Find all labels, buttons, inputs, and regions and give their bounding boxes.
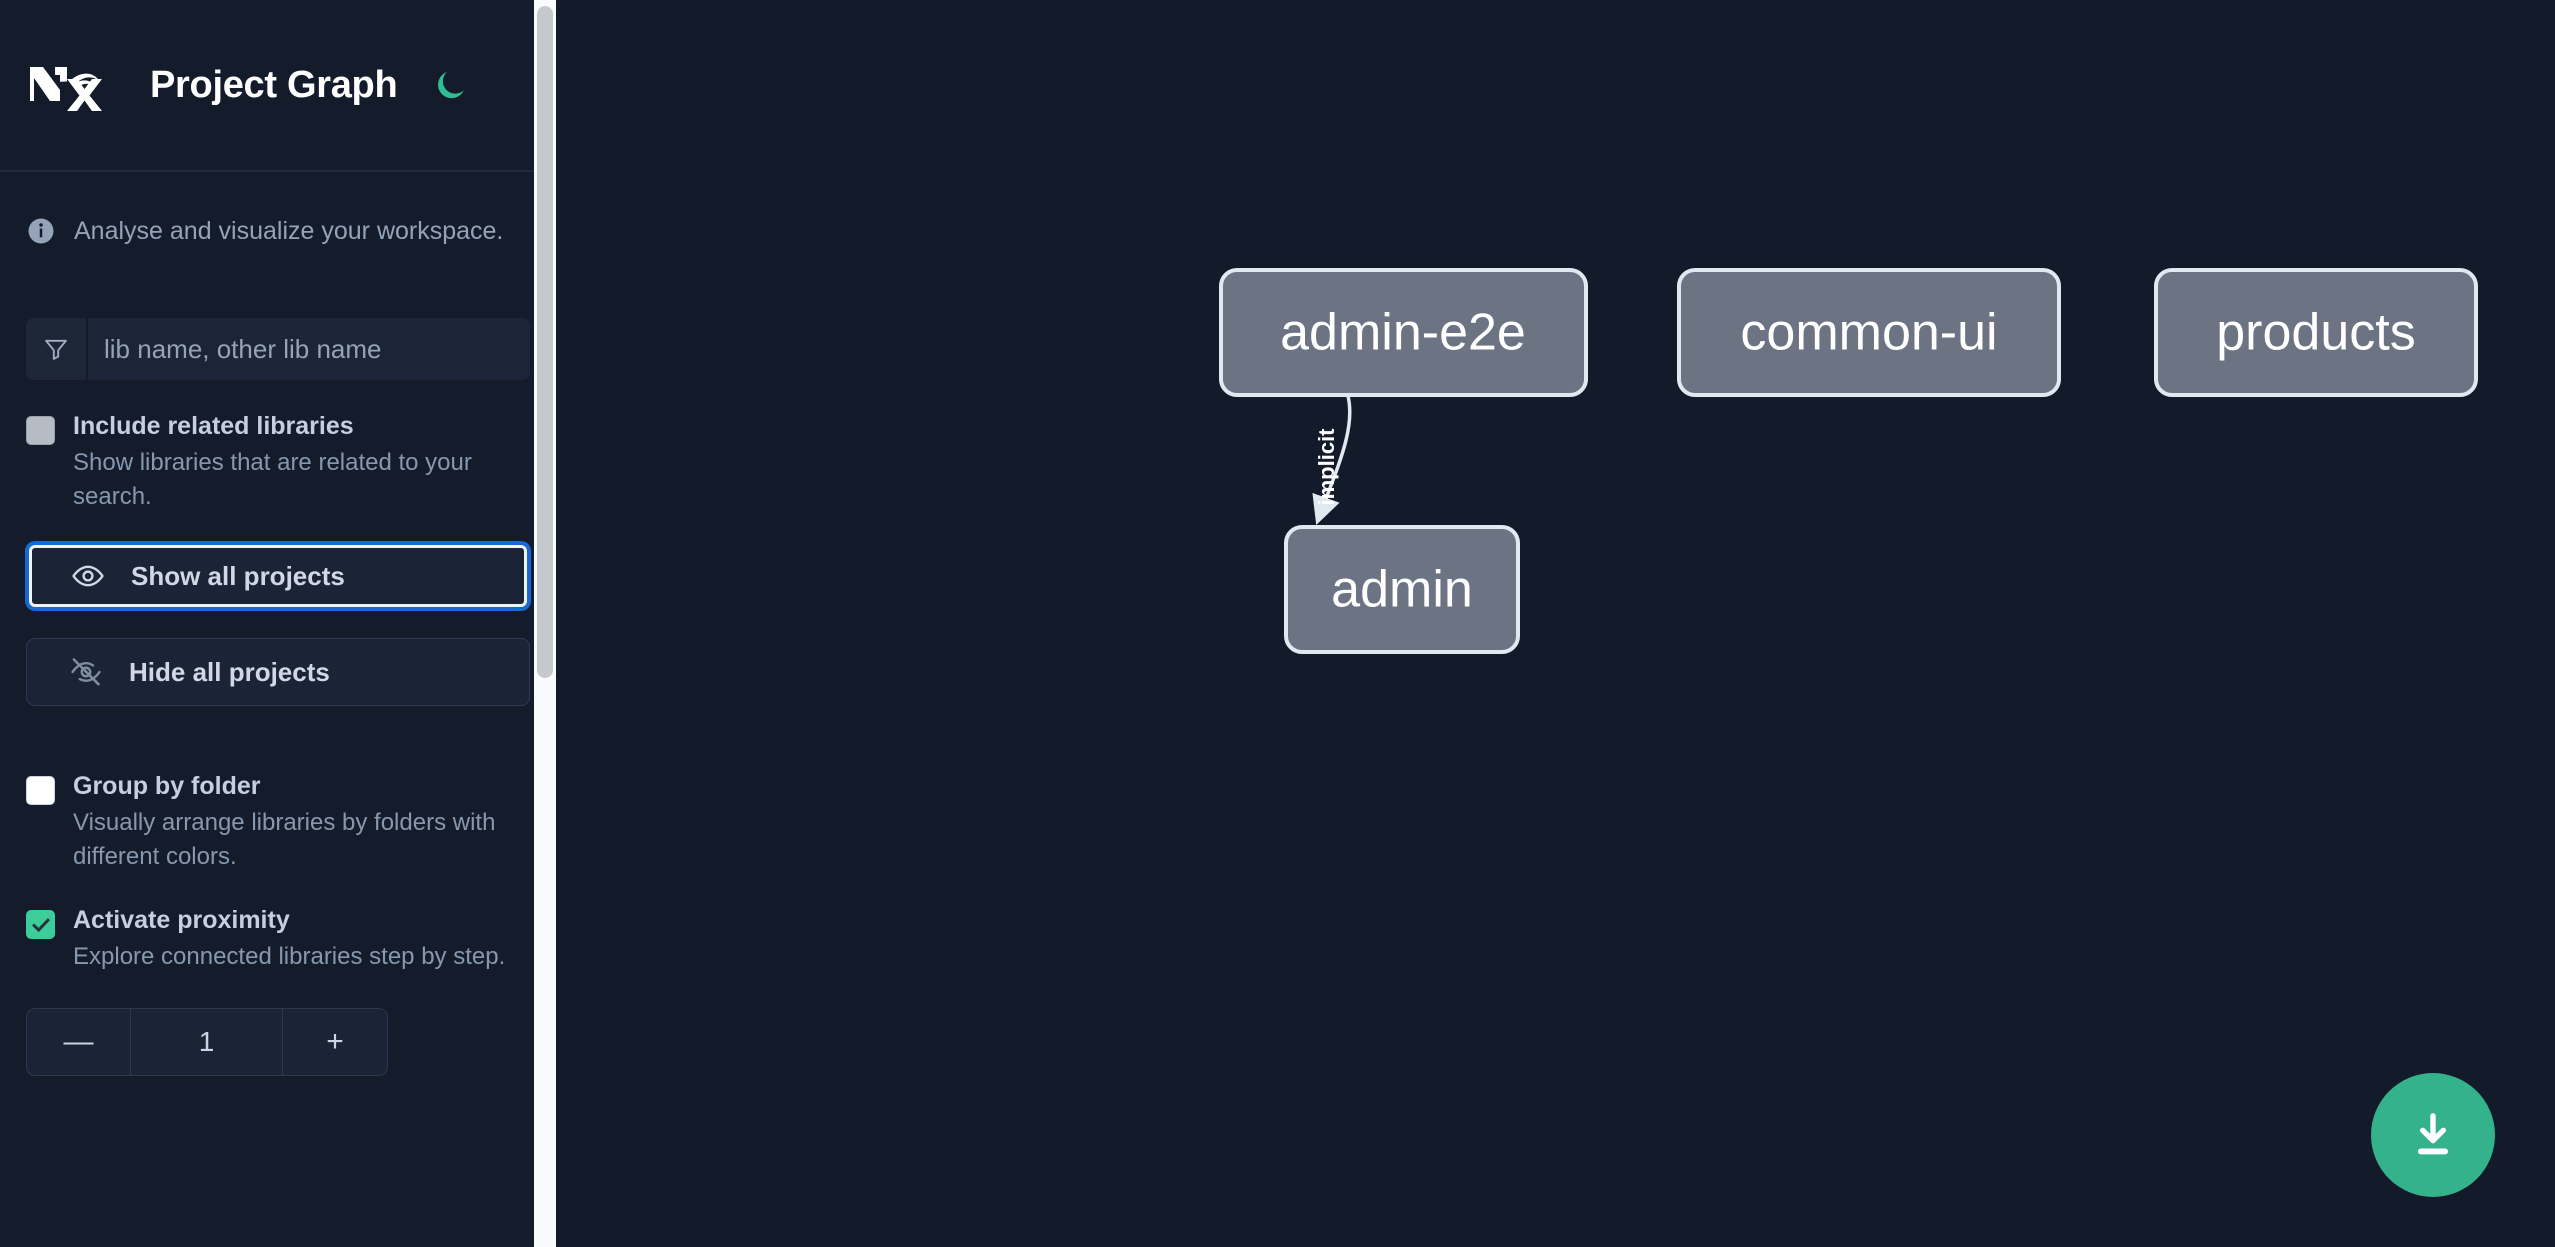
hide-all-projects-label: Hide all projects <box>129 656 330 687</box>
proximity-increment-button[interactable]: + <box>283 1009 387 1076</box>
checkbox-group-by-folder[interactable] <box>26 776 55 806</box>
proximity-value: 1 <box>131 1009 283 1076</box>
nx-logo-icon <box>26 57 122 113</box>
sidebar-body: Analyse and visualize your workspace. In… <box>0 172 556 1247</box>
graph-edges <box>1312 395 1352 525</box>
option-description-group-by-folder: Visually arrange libraries by folders wi… <box>73 809 496 871</box>
graph-edge-labels: implicit implicit <box>1314 428 1339 506</box>
option-label-group-by-folder: Group by folder <box>73 772 261 801</box>
graph-node-admin[interactable]: admin <box>1284 525 1520 654</box>
show-all-projects-button[interactable]: Show all projects <box>26 542 530 611</box>
project-graph-svg: admin-e2e common-ui products store-e2e a… <box>1219 268 2478 654</box>
option-group-by-folder[interactable]: Group by folder Visually arrange librari… <box>26 740 530 874</box>
tagline: Analyse and visualize your workspace. <box>0 172 556 246</box>
check-icon <box>31 917 50 932</box>
option-include-related-libraries[interactable]: Include related libraries Show libraries… <box>26 380 530 514</box>
option-activate-proximity[interactable]: Activate proximity Explore connected lib… <box>26 874 530 974</box>
filter-funnel-icon <box>26 318 88 380</box>
edge-admin-e2e-to-admin <box>1312 395 1352 525</box>
show-all-projects-label: Show all projects <box>131 560 345 591</box>
sidebar-scrollbar[interactable] <box>534 0 556 1247</box>
page-title: Project Graph <box>150 63 398 106</box>
checkbox-include-related-libraries[interactable] <box>26 416 55 445</box>
graph-node-label: admin-e2e <box>1280 304 1526 362</box>
graph-node-products[interactable]: products <box>2154 268 2478 397</box>
checkbox-activate-proximity[interactable] <box>26 910 55 940</box>
spacer <box>0 706 556 740</box>
sidebar-header: Project Graph <box>0 0 556 172</box>
proximity-stepper: — 1 + <box>26 1008 388 1077</box>
proximity-decrement-button[interactable]: — <box>27 1009 131 1076</box>
eye-icon <box>71 559 105 593</box>
moon-icon[interactable] <box>429 63 473 107</box>
info-icon <box>26 216 56 246</box>
graph-canvas[interactable]: admin-e2e common-ui products store-e2e a… <box>556 0 2555 1247</box>
eye-off-icon <box>69 655 103 689</box>
option-description-activate-proximity: Explore connected libraries step by step… <box>73 943 506 971</box>
download-icon <box>2417 1113 2449 1155</box>
graph-node-label: common-ui <box>1740 304 1997 362</box>
tagline-text: Analyse and visualize your workspace. <box>74 216 504 245</box>
option-label-include-related-libraries: Include related libraries <box>73 412 354 440</box>
download-graph-button[interactable] <box>2371 1073 2495 1197</box>
graph-nodes: admin-e2e common-ui products store-e2e a… <box>1219 268 2478 654</box>
option-label-activate-proximity: Activate proximity <box>73 906 290 935</box>
graph-node-admin-e2e[interactable]: admin-e2e <box>1219 268 1588 397</box>
hide-all-projects-button[interactable]: Hide all projects <box>26 638 530 707</box>
graph-node-common-ui[interactable]: common-ui <box>1677 268 2061 397</box>
option-description-include-related-libraries: Show libraries that are related to your … <box>73 449 472 511</box>
sidebar: Project Graph Analyse and visualize your… <box>0 0 556 1247</box>
search-input[interactable] <box>88 318 530 380</box>
graph-node-label: admin <box>1331 561 1473 619</box>
visibility-buttons: Show all projects Hide all projects <box>26 542 530 707</box>
edge-label-implicit: implicit <box>1314 428 1339 506</box>
sidebar-scrollbar-thumb[interactable] <box>537 6 553 678</box>
graph-node-label: products <box>2216 304 2415 362</box>
search-row <box>26 318 530 380</box>
